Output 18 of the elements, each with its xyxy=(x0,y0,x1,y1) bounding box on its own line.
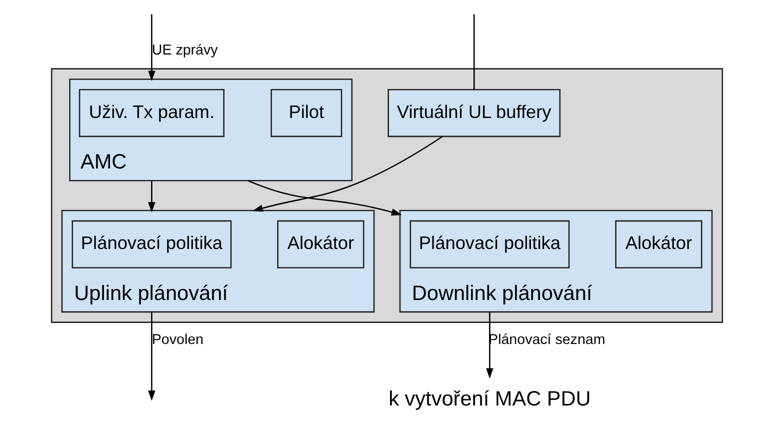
node-box: Alokátor xyxy=(614,220,702,268)
arrow xyxy=(486,312,493,379)
node-box: Plánovací politika xyxy=(409,220,570,268)
edge-label: UE zprávy xyxy=(151,42,218,58)
arrow xyxy=(148,14,155,82)
node-box: Plánovací politika xyxy=(71,220,232,268)
arrow xyxy=(247,180,402,216)
edge-label: Povolen xyxy=(151,332,204,348)
node-box: Pilot xyxy=(270,88,342,138)
connector xyxy=(472,14,474,90)
node-box: Uživ. Tx param. xyxy=(78,88,224,138)
arrow xyxy=(148,180,155,212)
arrow xyxy=(252,136,442,212)
node-box: Virtuální UL buffery xyxy=(387,88,560,138)
cluster xyxy=(50,68,723,323)
arrow xyxy=(148,312,155,401)
node-text: k vytvoření MAC PDU xyxy=(388,387,590,410)
node-box: Alokátor xyxy=(276,220,364,268)
